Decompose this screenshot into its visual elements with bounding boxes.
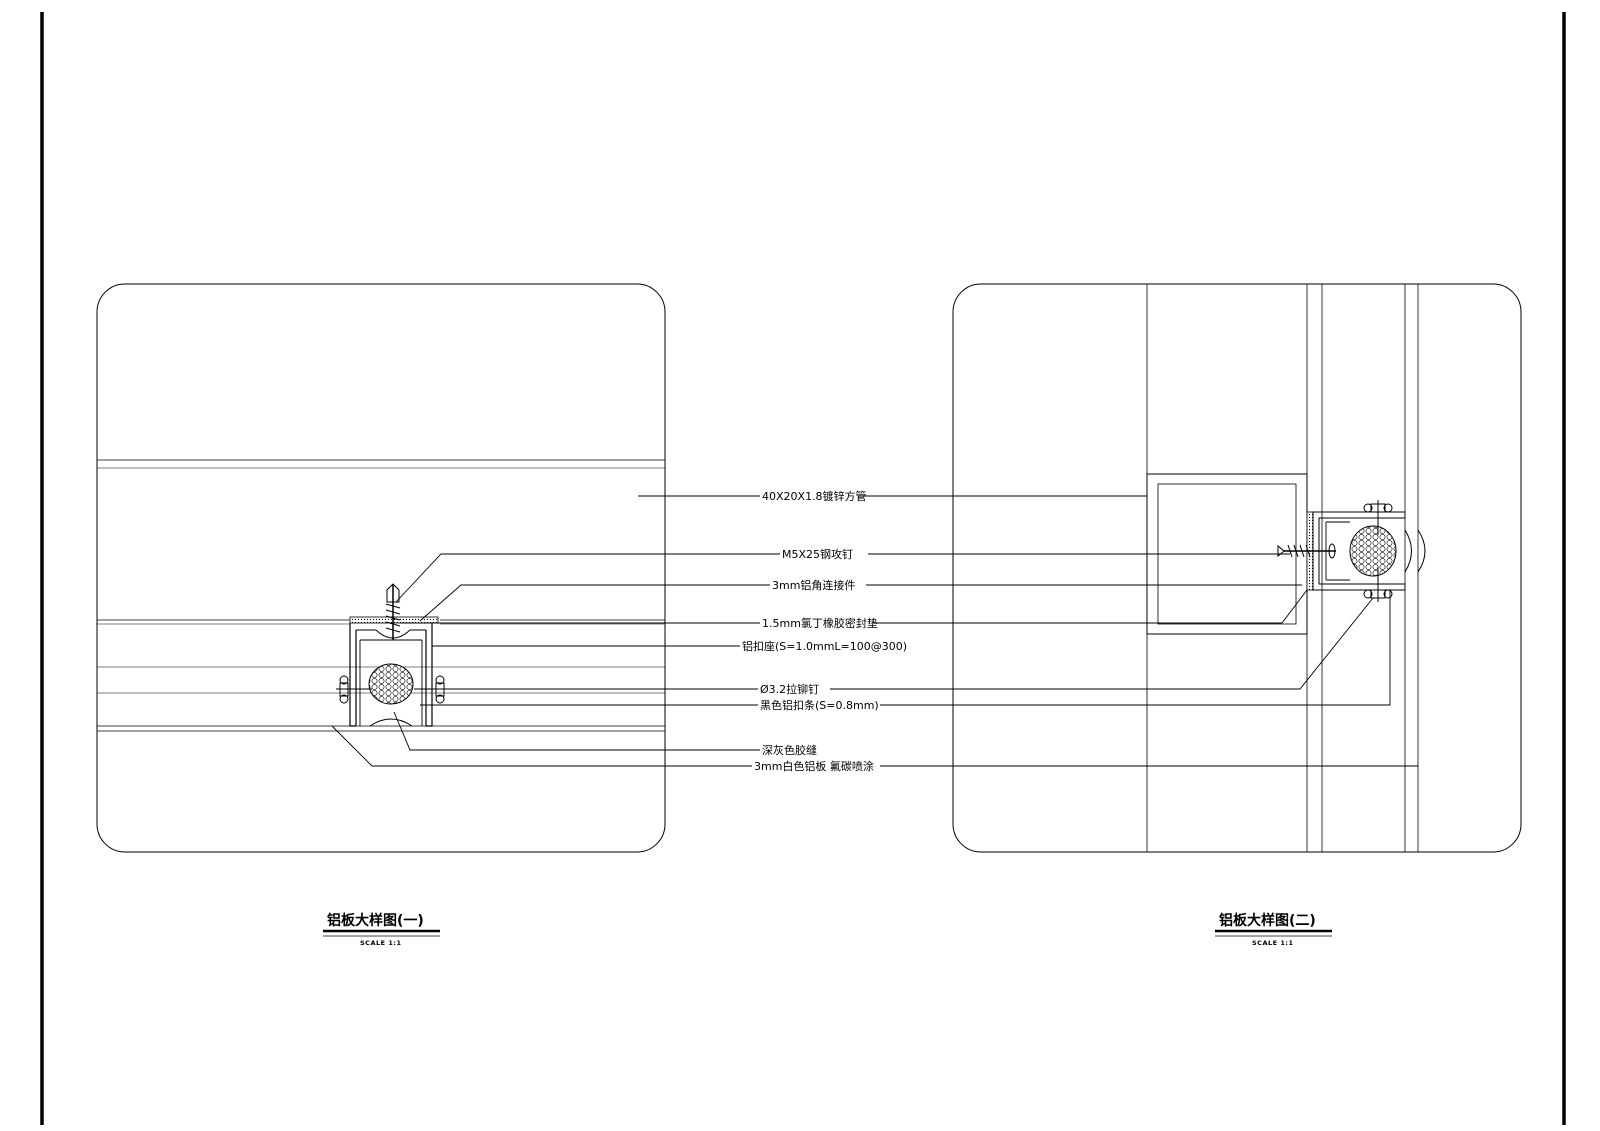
aluminum-angle-right-detail: [1312, 511, 1406, 591]
leader-lines: [331, 495, 1418, 767]
label-gasket: 1.5mm氯丁橡胶密封垫: [762, 616, 878, 630]
screw-right: [1277, 543, 1336, 559]
scale-left: SCALE 1:1: [360, 939, 401, 947]
backer-rod-right: [1349, 525, 1397, 577]
callout-labels: 40X20X1.8镀锌方管 M5X25钢攻钉 3mm铝角连接件 1.5mm氯丁橡…: [742, 489, 907, 773]
aluminum-angle-left: [349, 623, 357, 727]
detail-title-left: 铝板大样图(一) SCALE 1:1: [323, 912, 440, 947]
rivet-left-a: [336, 675, 372, 704]
gasket-strip: [349, 616, 439, 624]
scale-right: SCALE 1:1: [1252, 939, 1293, 947]
label-strip: 黑色铝扣条(S=0.8mm): [760, 698, 879, 712]
clip-base-right: [1325, 521, 1350, 581]
title-left: 铝板大样图(一): [327, 912, 424, 929]
label-panel: 3mm白色铝板 氟碳喷涂: [754, 759, 874, 773]
rivet-right-b: [1363, 567, 1393, 602]
backer-rod-left: [368, 663, 414, 705]
label-sealant: 深灰色胶缝: [762, 743, 817, 757]
clip-base: [356, 629, 426, 639]
label-rivet: Ø3.2拉铆钉: [760, 682, 819, 696]
screw-left: [385, 583, 401, 640]
detail-left-frame: [96, 283, 666, 853]
rivet-left-b: [414, 675, 448, 704]
rivet-right-a: [1363, 500, 1393, 535]
label-angle: 3mm铝角连接件: [772, 578, 855, 592]
detail-left: [96, 283, 666, 853]
title-right: 铝板大样图(二): [1219, 912, 1316, 929]
label-base: 铝扣座(S=1.0mmL=100@300): [742, 639, 907, 653]
detail-right-frame: [952, 283, 1522, 853]
sealant-joint-left: [369, 718, 413, 727]
label-tube: 40X20X1.8镀锌方管: [762, 489, 867, 503]
detail-right: [952, 283, 1522, 853]
label-screw: M5X25钢攻钉: [782, 547, 853, 561]
sealant-joint-right: [1404, 529, 1426, 573]
aluminum-angle-right: [425, 623, 433, 727]
detail-title-right: 铝板大样图(二) SCALE 1:1: [1215, 912, 1332, 947]
